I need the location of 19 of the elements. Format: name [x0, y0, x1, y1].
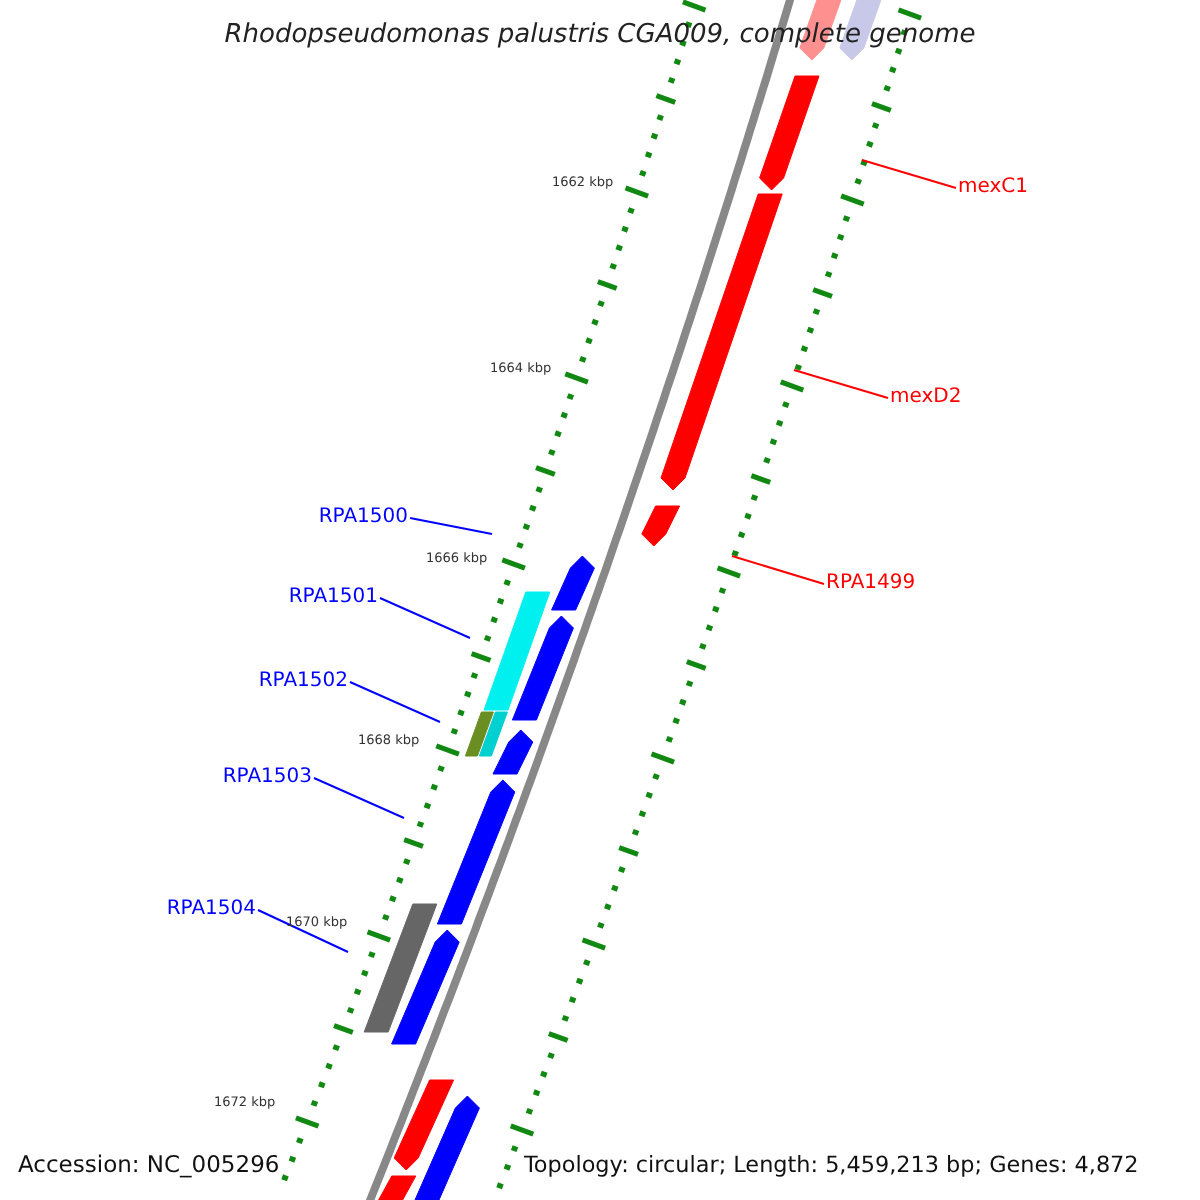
gene-label: RPA1504 — [166, 900, 256, 920]
leader-line — [313, 777, 405, 819]
leader-line — [349, 681, 441, 723]
diagram-title: Rhodopseudomonas palustris CGA009, complete genome — [222, 22, 978, 48]
leader-line — [731, 555, 825, 585]
leader-line — [793, 369, 889, 399]
leader-line — [861, 159, 957, 189]
genome-summary-text: Topology: circular; Length: 5,459,213 bp; Genes: 4,872 — [524, 1154, 1139, 1177]
gene-label: RPA1502 — [258, 672, 348, 692]
leader-line — [409, 517, 493, 535]
accession-text: Accession: NC_005296 — [18, 1154, 280, 1177]
gene-label: RPA1500 — [318, 508, 408, 528]
gene-label: RPA1503 — [222, 768, 312, 788]
gene-label: RPA1499 — [826, 574, 916, 594]
gene-label: RPA1501 — [288, 588, 378, 608]
gene-label: mexC1 — [958, 178, 1028, 198]
leader-line — [257, 909, 349, 953]
gene-label: mexD2 — [890, 388, 962, 408]
leader-line — [379, 597, 471, 639]
